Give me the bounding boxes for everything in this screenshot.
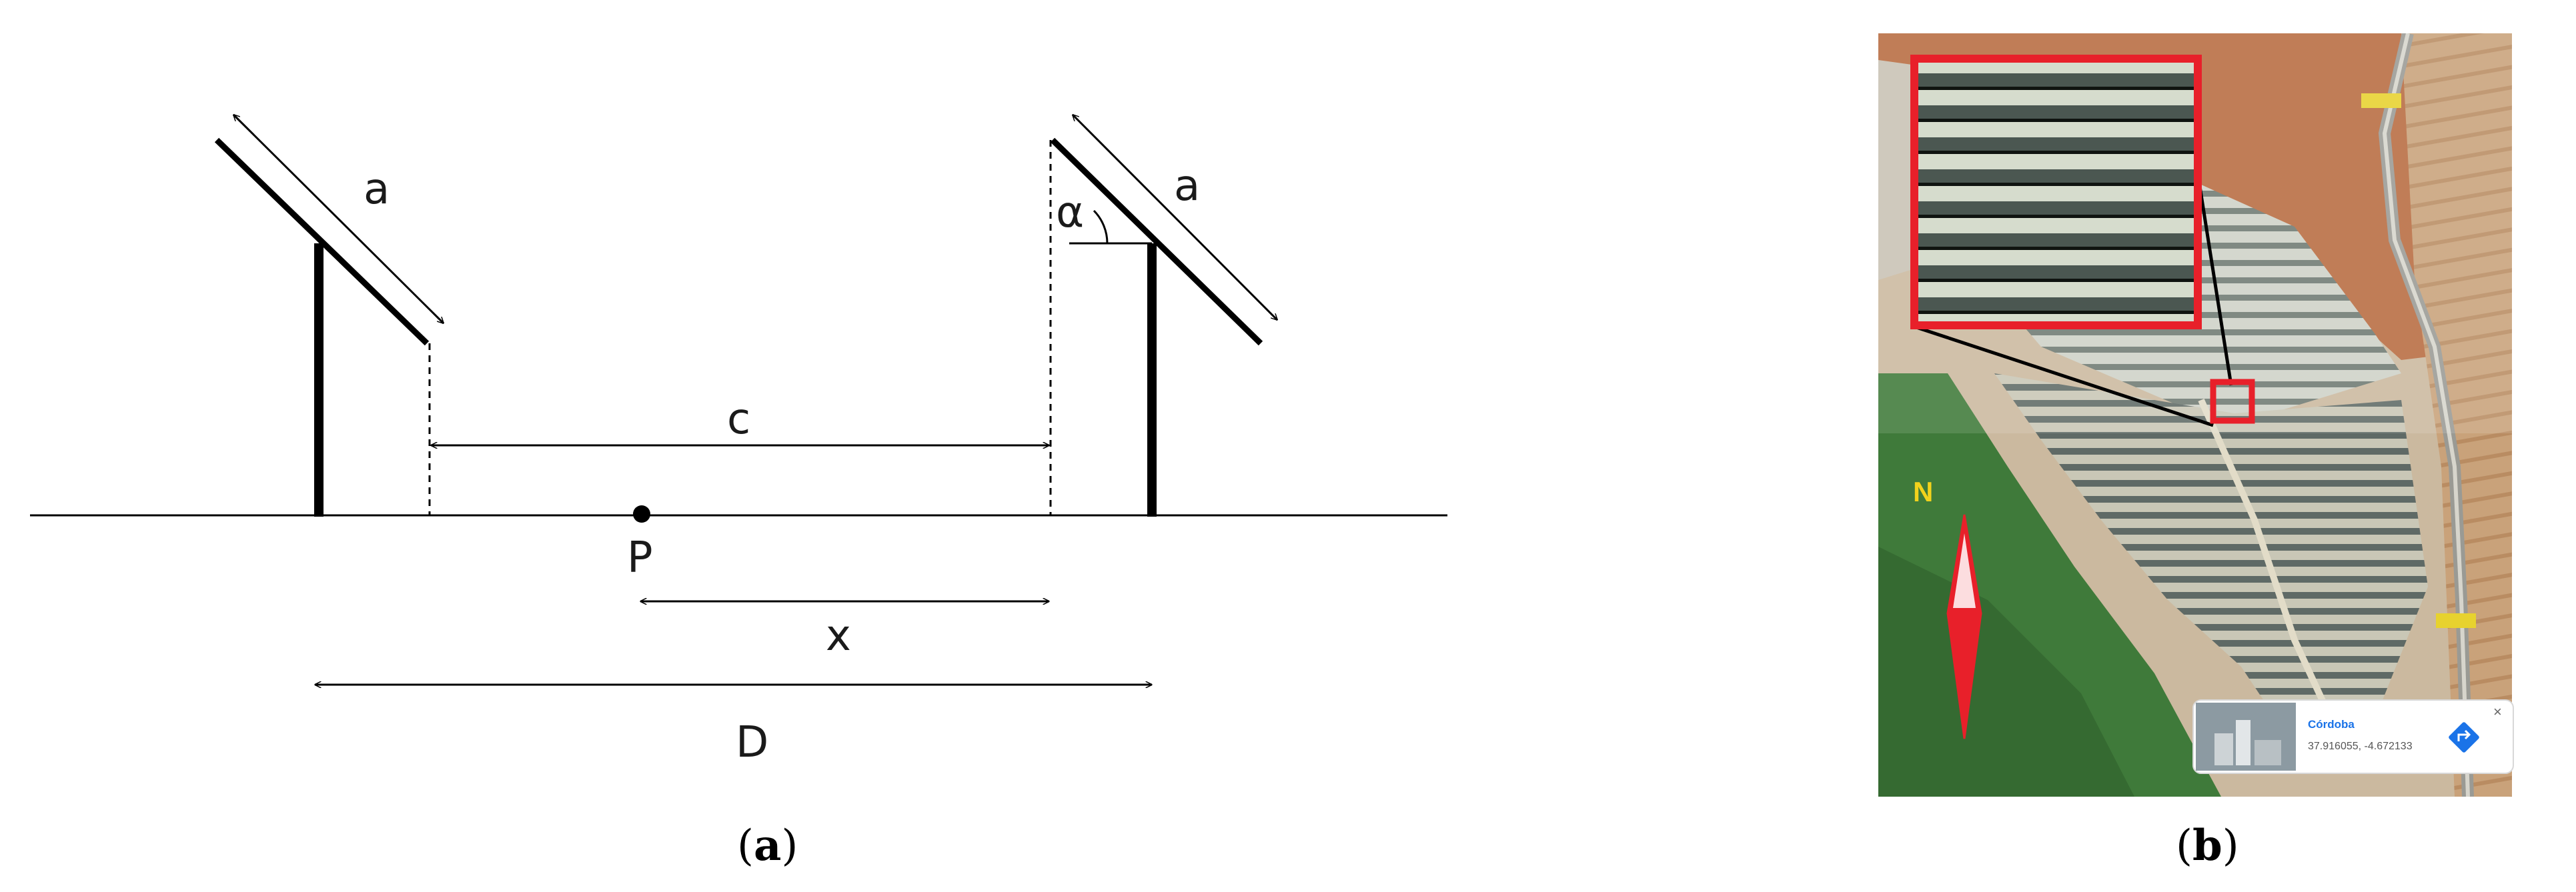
north-label: N	[1913, 476, 1933, 507]
solar-array-lower	[1994, 373, 2428, 727]
label-a-left: a	[364, 165, 390, 214]
location-title: Córdoba	[2308, 718, 2355, 731]
zoom-source-square	[2210, 379, 2255, 424]
alpha-angle-arc	[1093, 209, 1109, 244]
label-c: c	[727, 395, 750, 444]
zoom-inset	[1910, 55, 2202, 329]
label-alpha: α	[1056, 188, 1084, 237]
panel-b-satellite-map: N Córdoba 37.916055, -4.672133 × (b)	[1878, 33, 2514, 871]
map-internal-road	[2198, 398, 2338, 729]
location-info-card[interactable]: Córdoba 37.916055, -4.672133 ×	[2192, 699, 2514, 774]
label-p: P	[627, 533, 653, 583]
right-length-arrow	[1073, 115, 1277, 320]
map-right-fields	[2401, 33, 2512, 797]
location-coords: 37.916055, -4.672133	[2308, 741, 2413, 752]
road-sign-top	[2361, 93, 2401, 108]
left-length-arrow	[233, 115, 444, 323]
close-icon[interactable]: ×	[2493, 703, 2502, 720]
label-x: x	[826, 611, 851, 661]
map-green-field-dark	[1878, 547, 2134, 797]
panel-a-diagram: a α a c P x D (a)	[30, 115, 1447, 871]
north-arrow-icon	[1946, 514, 1982, 739]
point-p-marker	[633, 505, 650, 523]
label-d: D	[736, 718, 768, 767]
zoom-callout-line-2	[1914, 325, 2214, 427]
road-sign-bottom	[2436, 613, 2476, 628]
caption-a: (a)	[737, 821, 798, 871]
zoom-inset-frame	[1910, 55, 2202, 329]
caption-b: (b)	[2176, 821, 2239, 871]
directions-icon[interactable]	[2448, 721, 2480, 753]
label-a-right: a	[1174, 161, 1200, 211]
